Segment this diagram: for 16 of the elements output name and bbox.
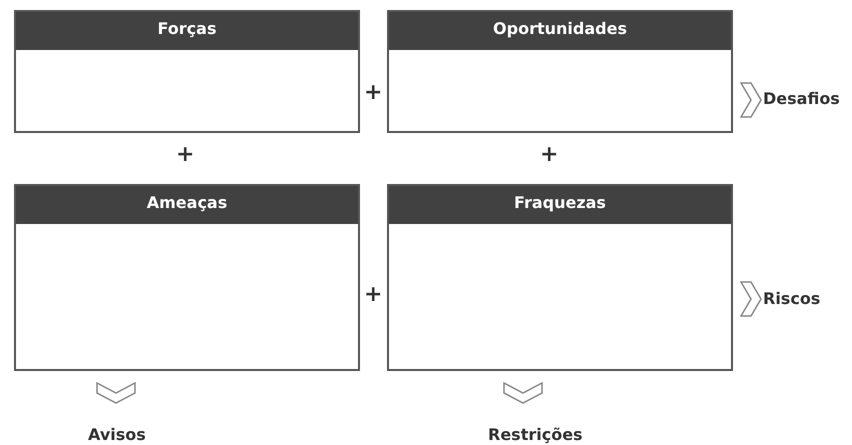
plus-sign: + [540, 142, 558, 167]
plus-sign: + [364, 282, 382, 307]
outcome-label: Restrições [488, 425, 583, 444]
quadrant-heading: Fraquezas [389, 186, 731, 224]
quadrant-heading: Oportunidades [389, 12, 731, 50]
quadrant-heading: Forças [16, 12, 358, 50]
plus-sign: + [364, 80, 382, 105]
outcome-label: Avisos [88, 425, 146, 444]
quadrant-box [14, 10, 360, 133]
quadrant-heading: Ameaças [16, 186, 358, 224]
quadrant-box [387, 10, 733, 133]
quadrant-box [14, 184, 360, 371]
outcome-label: Desafios [763, 89, 840, 108]
outcome-label: Riscos [763, 289, 820, 308]
plus-sign: + [176, 142, 194, 167]
quadrant-box [387, 184, 733, 371]
